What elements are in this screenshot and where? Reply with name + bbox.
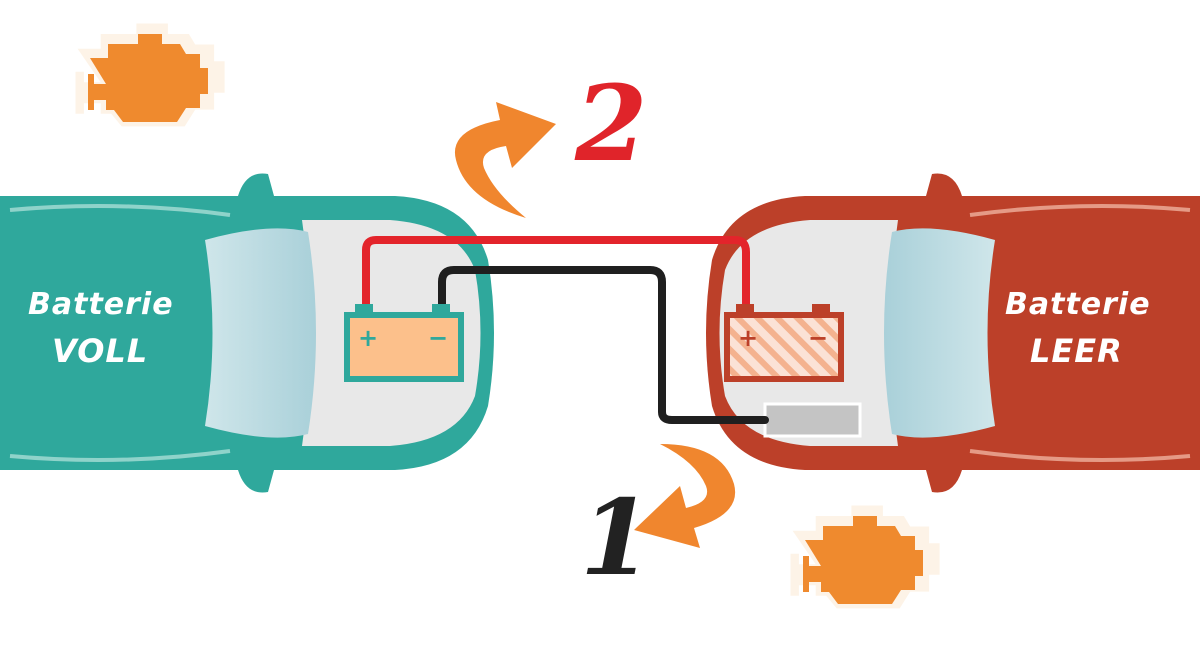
negative-cable: [438, 266, 769, 424]
car-right-windshield: [884, 228, 995, 438]
battery-empty: + −: [724, 304, 844, 382]
curved-arrow-icon: [454, 102, 556, 218]
battery-empty-plus: +: [738, 324, 758, 352]
car-left-label-line2: VOLL: [52, 332, 148, 370]
battery-full: + −: [344, 304, 464, 382]
car-right: Batterie LEER: [706, 173, 1200, 493]
curved-arrow-icon: [634, 444, 736, 548]
car-left-label-line1: Batterie: [28, 287, 174, 322]
step-number-1: 1: [580, 476, 652, 599]
battery-full-minus: −: [428, 324, 448, 352]
car-right-label-line1: Batterie: [1005, 287, 1151, 322]
ground-point: [763, 402, 862, 438]
car-left-windshield: [205, 228, 316, 438]
battery-full-plus: +: [358, 324, 378, 352]
engine-icon: [790, 505, 940, 609]
car-right-label-line2: LEER: [1030, 332, 1123, 370]
car-left: Batterie VOLL: [0, 173, 494, 493]
positive-cable: [362, 236, 750, 311]
engine-icon: [75, 23, 225, 127]
battery-empty-minus: −: [808, 324, 828, 352]
step-number-2: 2: [574, 62, 647, 185]
